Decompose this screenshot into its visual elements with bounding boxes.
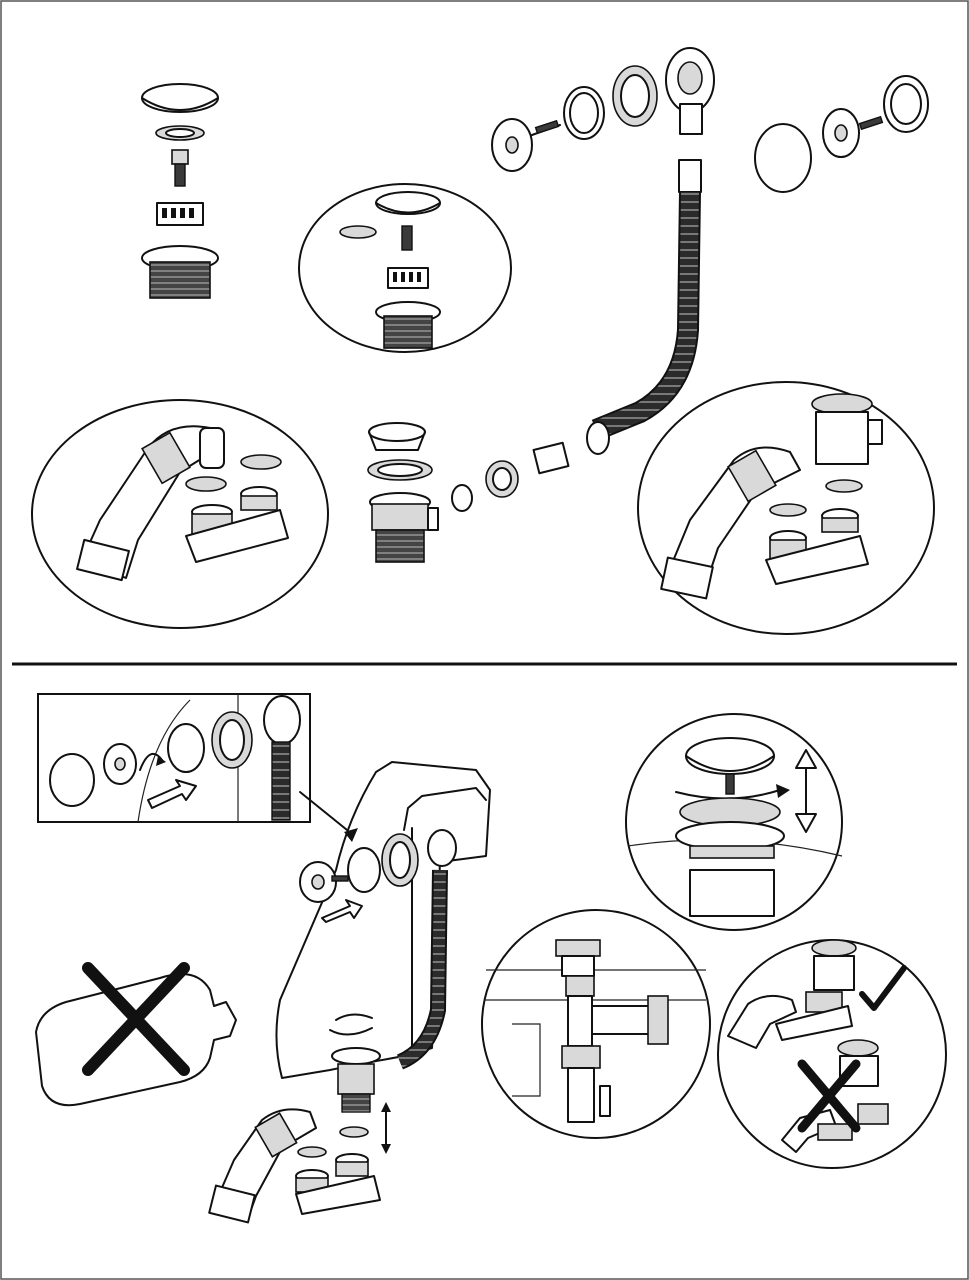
detail-circle-waste [298,183,512,353]
waste-body-and-nuts [367,422,570,563]
x-mark-icon [82,962,190,1076]
overflow-inset-box [37,693,311,823]
detail-circle-waste-section [481,909,711,1139]
overflow-cover-set [754,75,929,193]
trap-detail-circle-left [31,399,329,629]
push-arrow-icon [147,779,197,809]
check-mark-icon [859,965,907,1011]
detail-circle-popup-plug [625,713,843,931]
up-down-arrow-icon [381,1102,391,1154]
trap-detail-circle-right [637,381,935,635]
x-mark-icon [797,1059,861,1133]
no-chemical-cleaner-warning [35,962,237,1107]
waste-trap-under-tub [208,1047,391,1224]
overflow-parts-row [491,47,715,172]
top-panel-exploded-view [31,47,935,635]
rotate-arrow-icon [335,1013,373,1021]
overflow-assembly-on-tub [299,829,457,1070]
detail-circle-trap-orientation [717,939,947,1169]
up-down-arrow-icon [795,749,817,833]
flexible-hose [586,159,702,455]
waste-stack-exploded [141,83,219,299]
bottom-panel-installation [35,693,947,1224]
